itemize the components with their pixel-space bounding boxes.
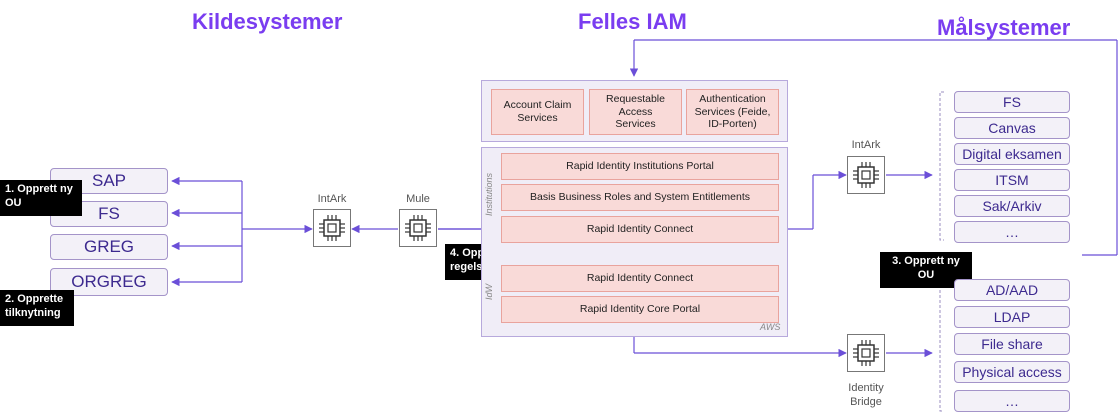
heading-target-systems: Målsystemer — [937, 15, 1071, 40]
intark-left-chip-icon — [313, 209, 351, 247]
target-file-share: File share — [954, 333, 1070, 355]
identity-bridge-label: Identity Bridge — [848, 382, 884, 409]
mule-label: Mule — [406, 193, 430, 205]
target-canvas: Canvas — [954, 117, 1070, 139]
target-digital-exam: Digital eksamen — [954, 143, 1070, 165]
intark-right-chip-icon — [847, 156, 885, 194]
target-ad-aad: AD/AAD — [954, 279, 1070, 301]
core-portal-box: Rapid Identity Core Portal — [501, 296, 779, 323]
identity-bridge-chip-icon — [847, 334, 885, 372]
target-fs: FS — [954, 91, 1070, 113]
mule-chip-icon — [399, 209, 437, 247]
heading-source-systems: Kildesystemer — [192, 9, 343, 34]
target-sak-arkiv: Sak/Arkiv — [954, 195, 1070, 217]
institutions-portal-box: Rapid Identity Institutions Portal — [501, 153, 779, 180]
idw-label: IdW — [484, 283, 494, 300]
business-roles-box: Basis Business Roles and System Entitlem… — [501, 184, 779, 211]
requestable-access-services: Requestable Access Services — [589, 89, 682, 135]
callout-create-ou-3: 3. Opprett ny OU — [880, 252, 972, 288]
source-orgreg: ORGREG — [50, 268, 168, 296]
heading-common-iam: Felles IAM — [578, 9, 687, 34]
target-more-top: … — [954, 221, 1070, 243]
intark-left-label: IntArk — [317, 193, 347, 205]
source-greg: GREG — [50, 234, 168, 260]
target-physical-access: Physical access — [954, 361, 1070, 383]
target-ldap: LDAP — [954, 306, 1070, 328]
callout-create-association: 2. Opprette tilknytning — [0, 290, 74, 326]
authentication-services: Authentication Services (Feide, ID-Porte… — [686, 89, 779, 135]
institution-connect-box: Rapid Identity Connect — [501, 216, 779, 243]
idw-connect-box: Rapid Identity Connect — [501, 265, 779, 292]
aws-label: AWS — [760, 322, 781, 332]
institutions-label: Institutions — [484, 172, 494, 216]
target-more-bottom: … — [954, 390, 1070, 412]
intark-right-label: IntArk — [851, 139, 881, 151]
callout-create-ou-1: 1. Opprett ny OU — [0, 180, 82, 216]
target-itsm: ITSM — [954, 169, 1070, 191]
account-claim-services: Account Claim Services — [491, 89, 584, 135]
